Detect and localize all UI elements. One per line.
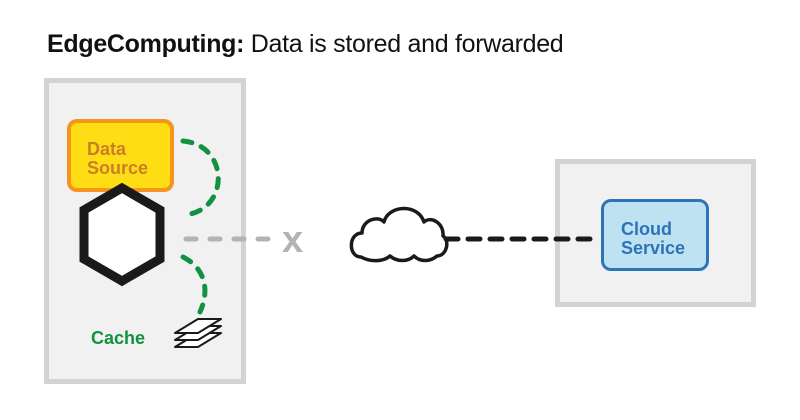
cloud-icon — [349, 206, 449, 263]
cache-layers-icon — [174, 318, 222, 348]
cache-label: Cache — [91, 328, 146, 348]
cache-link — [180, 254, 208, 315]
data-source-box[interactable]: Data Source — [67, 119, 174, 192]
hexagon-icon[interactable] — [79, 182, 165, 287]
disconnected-x-mark: x — [282, 219, 303, 261]
data-source-link — [180, 138, 221, 218]
cloud-service-label-line1: Cloud — [621, 219, 672, 239]
data-source-label-line2: Source — [87, 158, 149, 178]
data-source-label-line1: Data — [87, 139, 127, 159]
cloud-service-label-line2: Service — [621, 238, 686, 258]
title-rest: Data is stored and forwarded — [244, 30, 564, 58]
title-bold: EdgeComputing: — [47, 30, 245, 58]
cloud-service-box[interactable]: Cloud Service — [601, 199, 709, 271]
diagram-title: EdgeComputing: Data is stored and forwar… — [47, 30, 564, 59]
